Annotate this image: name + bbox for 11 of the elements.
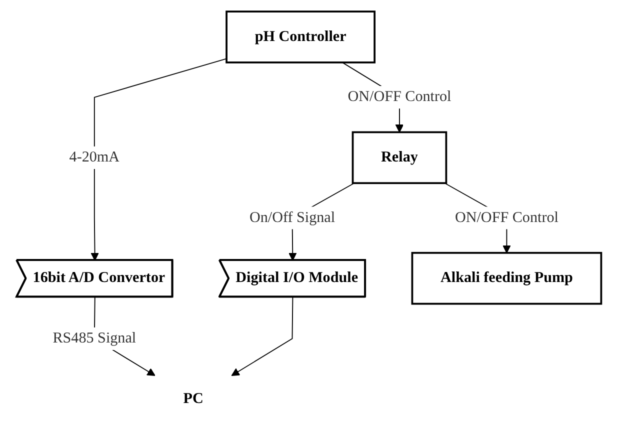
edge-label: ON/OFF Control [347, 88, 451, 105]
edge-label: RS485 Signal [52, 330, 136, 346]
node-box: Alkali feeding Pump [410, 252, 602, 305]
arrow [230, 296, 293, 376]
node-box: Relay [351, 131, 447, 184]
edge-label: 4-20mA [68, 149, 120, 166]
arrow [90, 58, 227, 261]
node-text: PC [182, 390, 204, 407]
edge-label: On/Off Signal [249, 210, 335, 226]
edge-label: ON/OFF Control [454, 210, 558, 226]
node-box: pH Controller [225, 10, 376, 64]
